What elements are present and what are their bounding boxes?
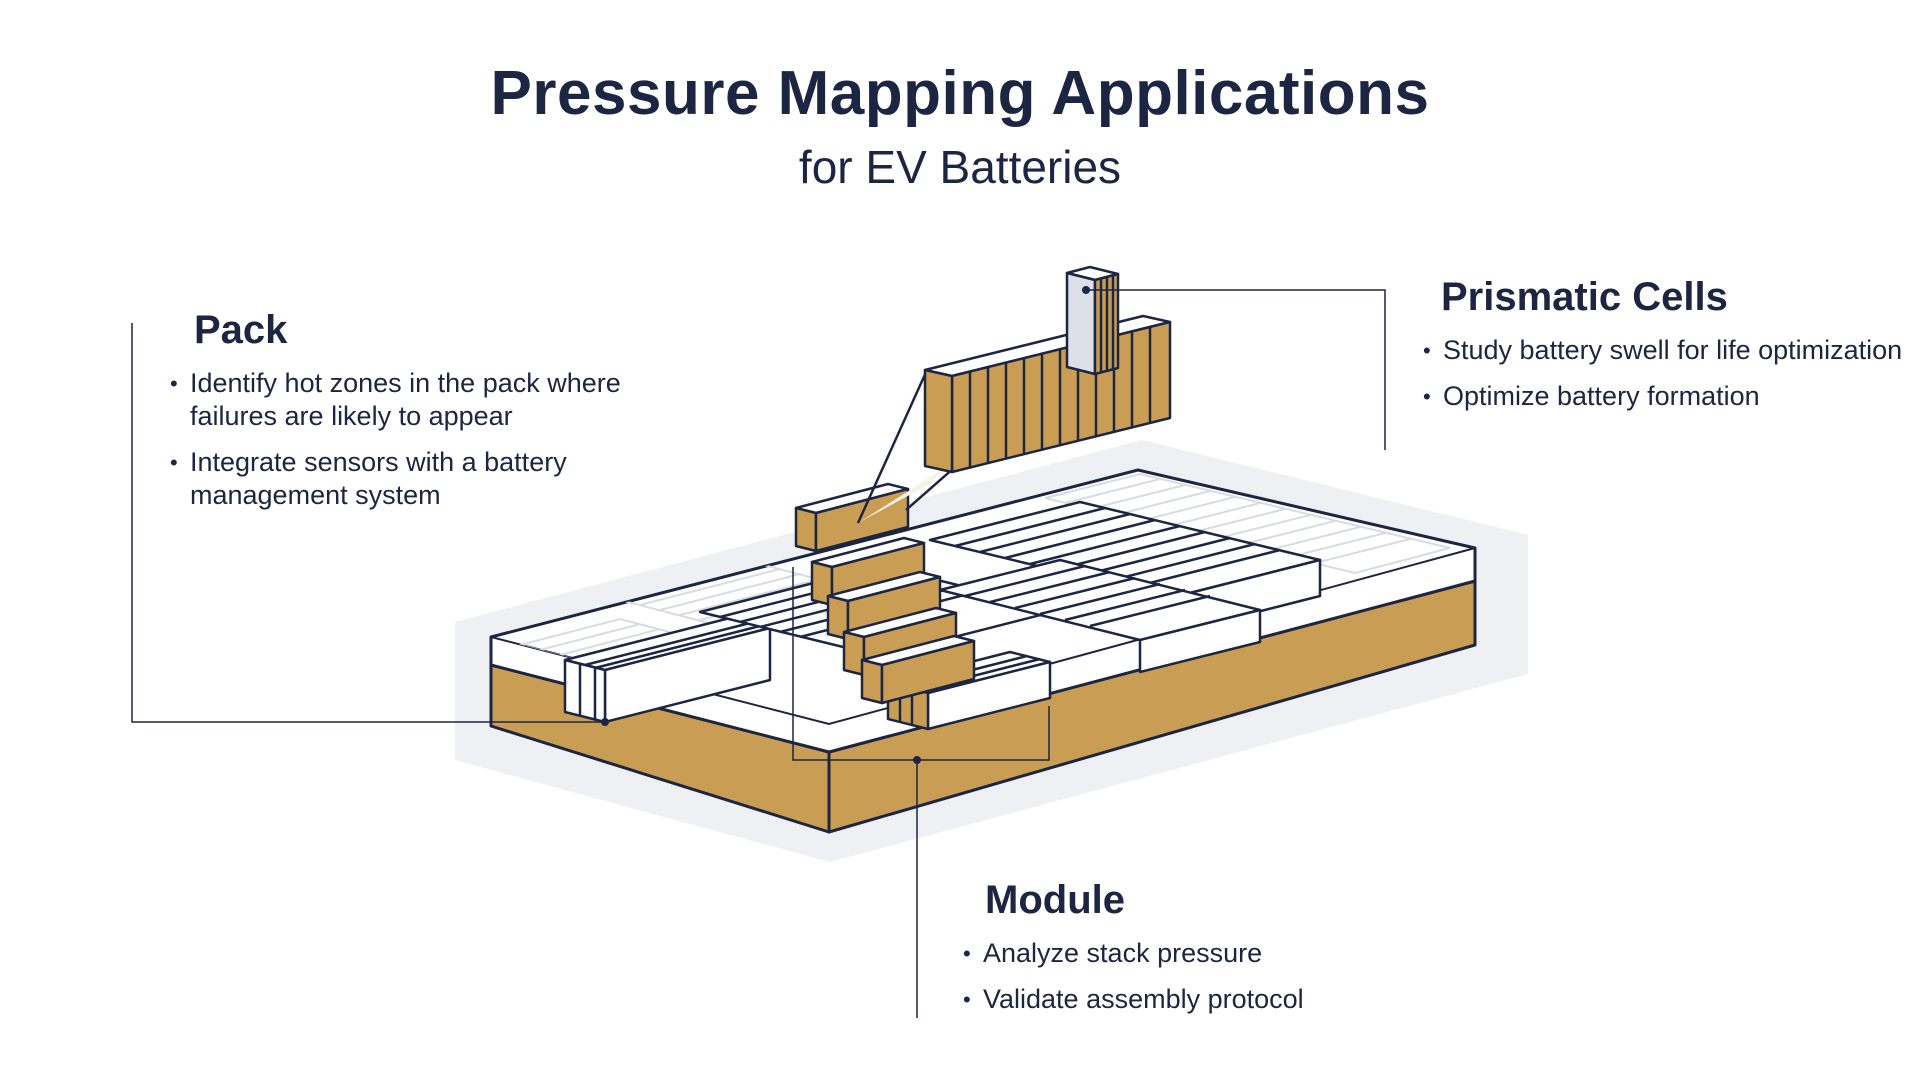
module-bullets: Analyze stack pressure Validate assembly… [963,937,1443,1016]
pack-bullet: Integrate sensors with a battery managem… [170,446,690,512]
page-title: Pressure Mapping Applications [490,59,1430,128]
prismatic-bullet: Study battery swell for life optimizatio… [1423,334,1903,367]
prismatic-leader [1086,289,1386,450]
module-heading: Module [985,878,1125,922]
prismatic-heading: Prismatic Cells [1441,275,1728,319]
module-leader-dot [913,756,921,764]
module-bullet: Validate assembly protocol [963,983,1443,1016]
page-subtitle: for EV Batteries [798,141,1122,193]
pack-leader [131,323,605,723]
pack-bullets: Identify hot zones in the pack where fai… [170,367,690,512]
pack-bullet: Identify hot zones in the pack where fai… [170,367,690,433]
pack-callout: Pack Identify hot zones in the pack wher… [170,308,690,525]
module-bullet: Analyze stack pressure [963,937,1443,970]
leader-lines [131,289,1386,1018]
prismatic-callout: Prismatic Cells Study battery swell for … [1423,275,1903,426]
pack-leader-dot [601,718,609,726]
module-left [563,616,772,724]
module-callout: Module Analyze stack pressure Validate a… [963,878,1443,1029]
prismatic-bullets: Study battery swell for life optimizatio… [1423,334,1903,413]
cell-staircase [794,482,976,705]
pack-heading: Pack [194,308,288,352]
prismatic-cell [1065,265,1120,376]
prismatic-bullet: Optimize battery formation [1423,380,1903,413]
prismatic-leader-dot [1082,286,1090,294]
